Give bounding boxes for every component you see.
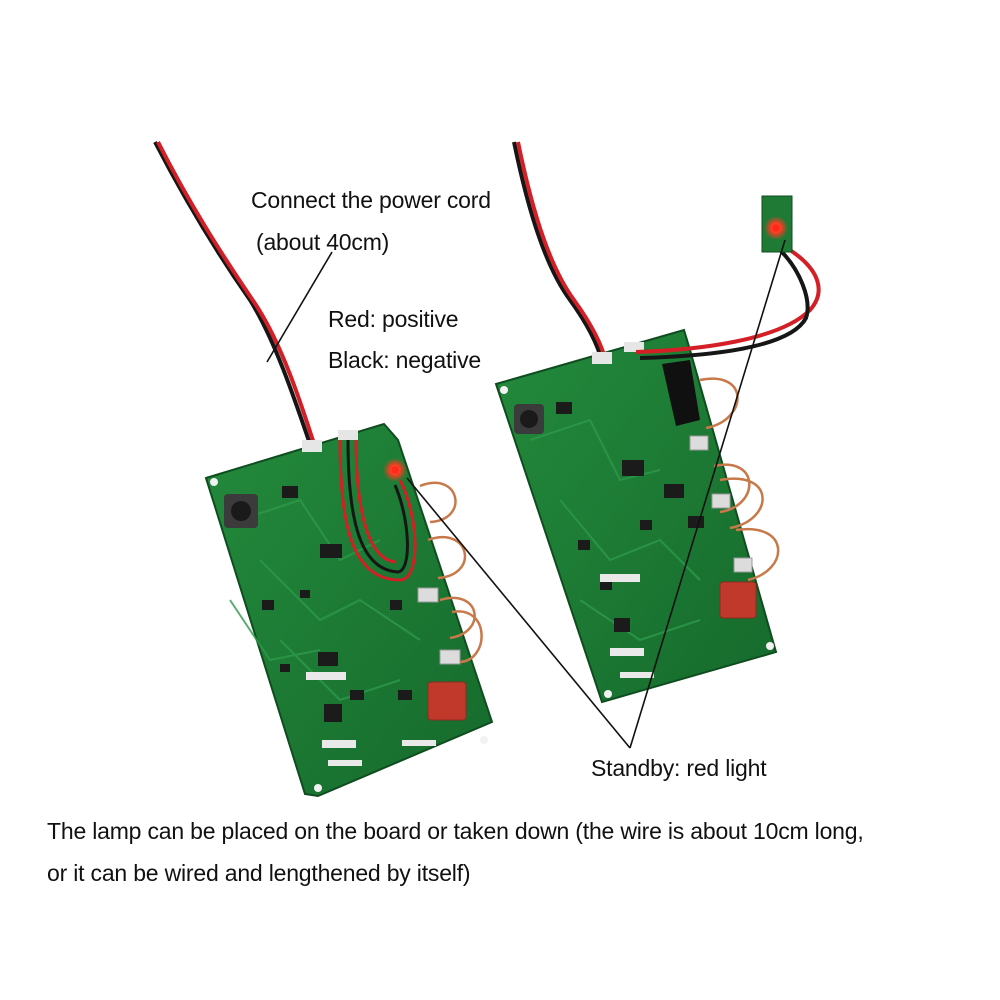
left-pcb (204, 422, 494, 798)
right-power-cord (512, 141, 608, 363)
callout-lines (266, 239, 786, 749)
red-wire-label: Red: positive (328, 306, 459, 332)
standby-label: Standby: red light (591, 755, 767, 781)
left-standby-led (383, 458, 407, 482)
power-cord-length-label: (about 40cm) (256, 229, 390, 255)
black-wire-label: Black: negative (328, 347, 481, 373)
right-capacitor (719, 581, 757, 619)
lamp-note-line-1: The lamp can be placed on the board or t… (47, 818, 864, 844)
right-ic-chips (556, 402, 704, 632)
left-ic-chips (262, 486, 412, 722)
right-pcb-board (494, 141, 821, 704)
right-pcb (494, 328, 778, 704)
left-capacitor (427, 681, 467, 721)
right-standby-led (764, 216, 788, 240)
left-led-wires (338, 439, 417, 582)
detached-led-wires (635, 248, 821, 360)
power-cord-label: Connect the power cord (251, 187, 491, 213)
left-power-cord (153, 141, 318, 451)
right-copper-coils (699, 377, 780, 582)
lamp-note-line-2: or it can be wired and lengthened by its… (47, 860, 471, 886)
left-pcb-board (153, 141, 494, 798)
left-copper-coils (419, 481, 483, 664)
